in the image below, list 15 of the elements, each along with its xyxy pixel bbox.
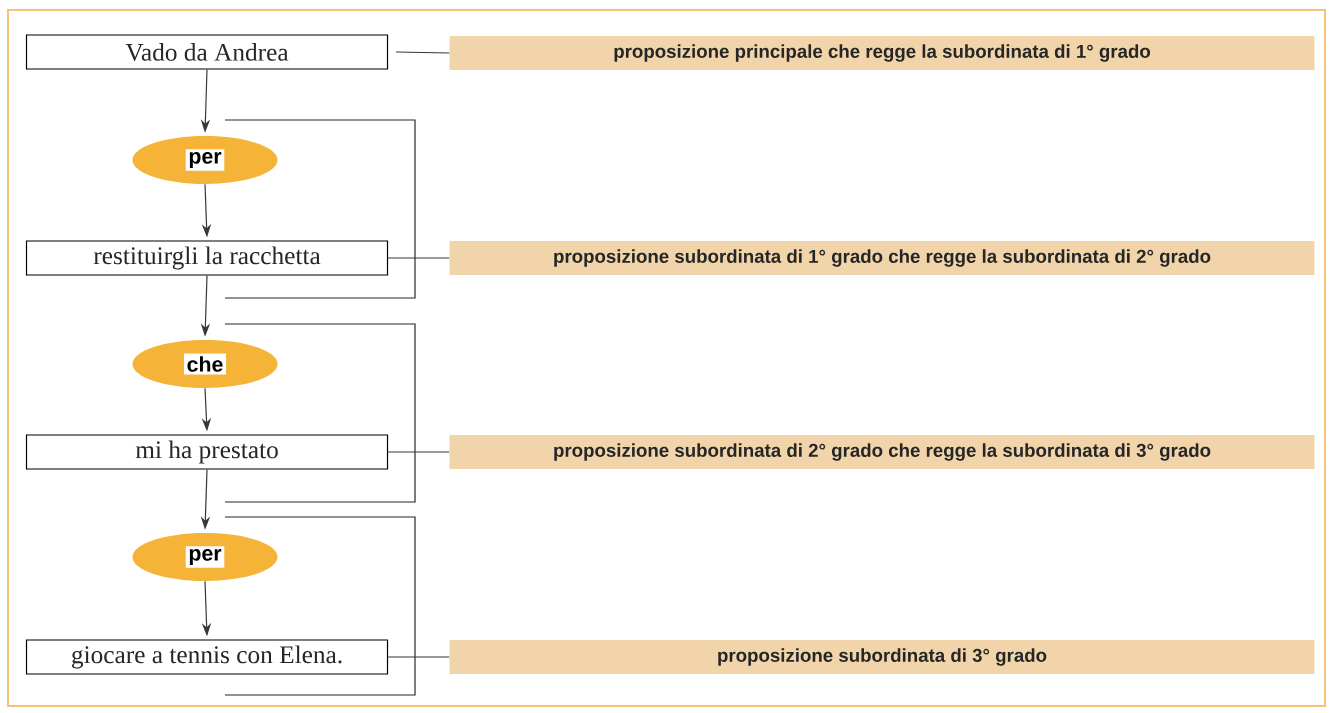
clause-box: Vado da Andrea	[25, 34, 389, 70]
description-band: proposizione subordinata di 3° grado	[449, 640, 1315, 674]
leader-line	[395, 51, 450, 54]
clause-box: restituirgli la racchetta	[25, 240, 389, 276]
description-band: proposizione subordinata di 2° grado che regge la subordinata di 3° grado	[449, 435, 1315, 469]
leader-line	[387, 656, 450, 658]
conjunction-oval: per	[132, 533, 278, 581]
clause-box: mi ha prestato	[25, 434, 389, 470]
clause-box: giocare a tennis con Elena.	[25, 639, 389, 675]
leader-line	[387, 257, 450, 259]
conjunction-oval: per	[132, 136, 278, 184]
description-band: proposizione principale che regge la subordinata di 1° grado	[449, 36, 1315, 70]
description-band: proposizione subordinata di 1° grado che regge la subordinata di 2° grado	[449, 241, 1315, 275]
conjunction-oval: che	[132, 340, 278, 388]
leader-line	[387, 451, 450, 453]
